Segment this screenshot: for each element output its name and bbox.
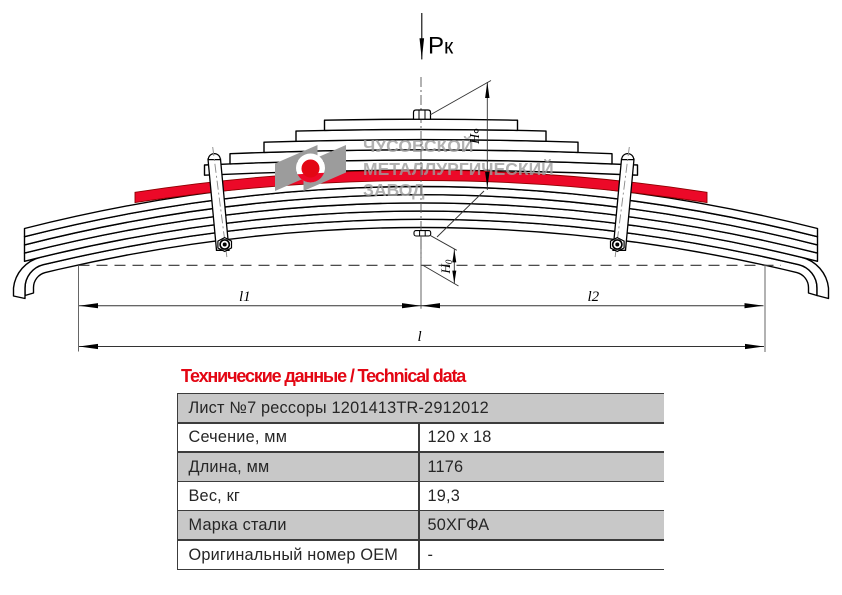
svg-text:Pк: Pк: [428, 32, 454, 59]
svg-text:ЧУСОВСКОЙ: ЧУСОВСКОЙ: [363, 135, 473, 156]
svg-text:H: H: [468, 133, 483, 145]
svg-text:МЕТАЛЛУРГИЧЕСКИЙ: МЕТАЛЛУРГИЧЕСКИЙ: [363, 158, 554, 179]
svg-text:l2: l2: [588, 289, 600, 305]
svg-text:l1: l1: [239, 289, 251, 305]
svg-text:l: l: [418, 329, 422, 345]
svg-text:ЗАВОД: ЗАВОД: [363, 180, 425, 200]
